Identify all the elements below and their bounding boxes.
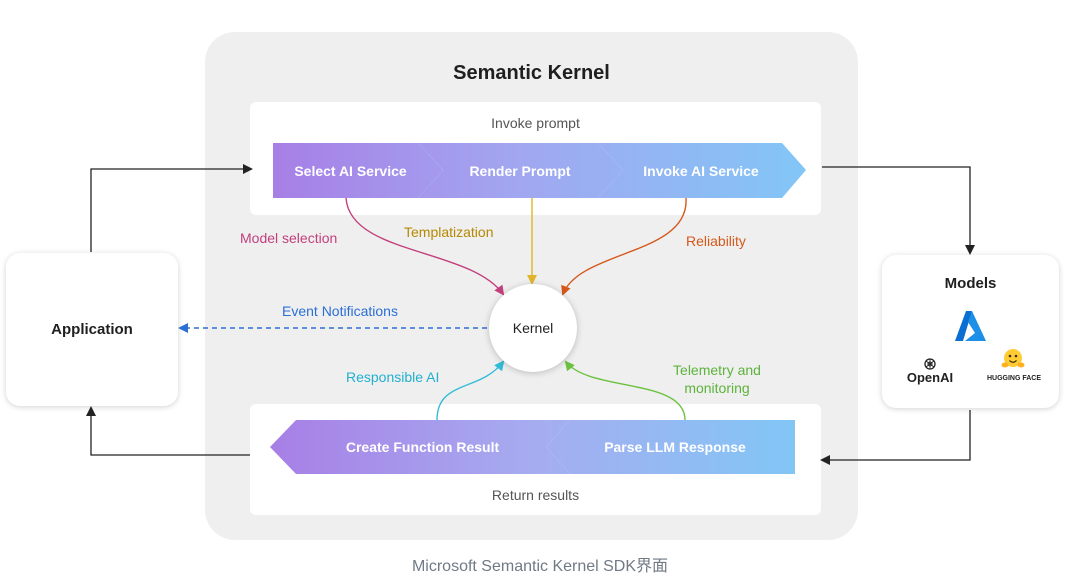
models-label: Models xyxy=(944,275,997,292)
responsible-ai-label: Responsible AI xyxy=(346,369,440,385)
application-label: Application xyxy=(51,321,133,338)
model-selection-label: Model selection xyxy=(240,230,338,246)
models-card xyxy=(882,255,1059,408)
responsible-ai-curve xyxy=(436,360,505,421)
return-results-label: Return results xyxy=(491,487,580,503)
create-function-result-label: Create Function Result xyxy=(345,439,500,455)
kernel-label: Kernel xyxy=(512,320,554,336)
openai-label: OpenAI xyxy=(906,370,954,385)
models-to-return-arrow xyxy=(820,410,971,465)
openai-icon xyxy=(924,358,936,370)
render-prompt-chevron xyxy=(418,143,623,198)
telemetry-curve xyxy=(564,360,686,421)
create-function-result-chevron xyxy=(270,420,570,474)
kernel-node xyxy=(489,284,577,372)
diagram-title: Semantic Kernel xyxy=(453,62,610,84)
figure-caption: Microsoft Semantic Kernel SDK界面 xyxy=(411,558,669,575)
hugging-face-label: HUGGING FACE xyxy=(986,375,1042,382)
parse-llm-response-chevron xyxy=(546,420,795,474)
azure-icon xyxy=(955,311,986,341)
hugging-face-icon xyxy=(1001,349,1025,368)
app-to-invoke-arrow xyxy=(90,164,253,252)
reliability-curve xyxy=(561,197,687,296)
parse-llm-response-label: Parse LLM Response xyxy=(604,439,746,455)
invoke-ai-service-label: Invoke AI Service xyxy=(643,163,759,179)
event-notifications-label: Event Notifications xyxy=(282,303,398,319)
application-card xyxy=(6,253,178,406)
invoke-to-models-arrow xyxy=(822,166,975,255)
select-ai-service-chevron xyxy=(273,143,443,198)
select-ai-service-label: Select AI Service xyxy=(294,163,407,179)
telemetry-label: Telemetry and monitoring xyxy=(673,362,761,396)
reliability-label: Reliability xyxy=(686,233,746,249)
invoke-ai-service-chevron xyxy=(598,143,806,198)
return-to-app-arrow xyxy=(86,406,250,456)
render-prompt-label: Render Prompt xyxy=(469,163,571,179)
model-selection-curve xyxy=(345,197,505,296)
invoke-prompt-label: Invoke prompt xyxy=(491,115,580,131)
templatization-label: Templatization xyxy=(404,224,494,240)
